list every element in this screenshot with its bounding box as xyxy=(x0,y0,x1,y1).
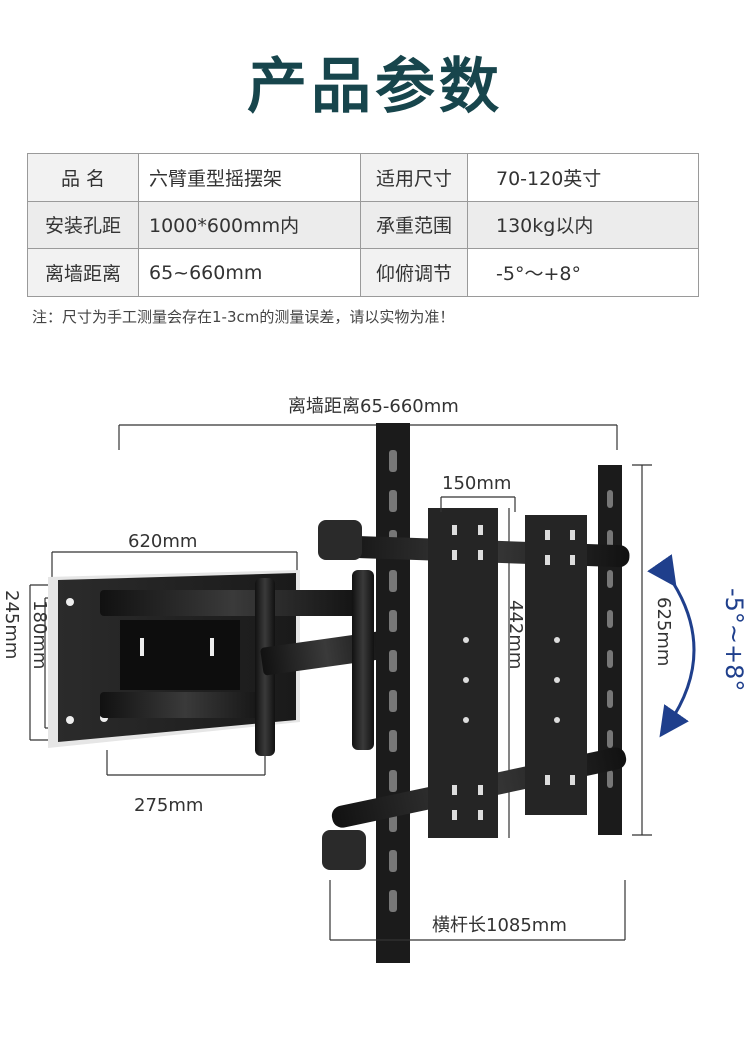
spec-table: 品 名 六臂重型摇摆架 适用尺寸 70-120英寸 安装孔距 1000*600m… xyxy=(27,153,699,297)
spec-value: 1000*600mm内 xyxy=(138,200,361,250)
table-row: 品 名 六臂重型摇摆架 适用尺寸 70-120英寸 xyxy=(27,153,699,202)
wall-plate-width-label: 275mm xyxy=(134,795,204,816)
wall-plate-width-dimension-line xyxy=(106,750,266,776)
mounting-plates xyxy=(428,508,587,838)
spec-value: 65~660mm xyxy=(138,248,361,297)
right-vertical-rail xyxy=(598,465,622,835)
rail-height-label: 625mm xyxy=(653,597,674,667)
plate-width-label: 150mm xyxy=(442,473,512,494)
plate-width-dimension-line xyxy=(440,496,516,512)
page-title: 产品参数 xyxy=(247,52,503,122)
wall-plate-height-inner-label: 180mm xyxy=(29,600,50,670)
spec-label: 适用尺寸 xyxy=(360,153,468,202)
bracket-length-label: 442mm xyxy=(505,600,526,670)
spec-label: 承重范围 xyxy=(360,200,468,250)
left-vertical-rail xyxy=(376,423,410,963)
wall-distance-label: 离墙距离65-660mm xyxy=(288,396,459,417)
crossbar-length-dimension-line xyxy=(329,880,626,941)
wall-distance-dimension-line xyxy=(118,424,618,450)
spec-label: 仰俯调节 xyxy=(360,248,468,297)
spec-value: -5°～+8° xyxy=(467,248,699,297)
spec-label: 离墙距离 xyxy=(27,248,139,297)
spec-label: 安装孔距 xyxy=(27,200,139,250)
tilt-arrow-icon xyxy=(647,554,696,738)
rail-height-dimension-line xyxy=(632,464,652,836)
arm-length-label: 620mm xyxy=(128,531,198,552)
tilt-label: -5°~+8° xyxy=(720,588,748,692)
spec-value: 130kg以内 xyxy=(467,200,699,250)
swing-arms xyxy=(100,570,393,756)
spec-value: 70-120英寸 xyxy=(467,153,699,202)
table-row: 离墙距离 65~660mm 仰俯调节 -5°～+8° xyxy=(27,248,699,297)
wall-plate-height-outer-label: 245mm xyxy=(1,590,22,660)
spec-label: 品 名 xyxy=(27,153,139,202)
spec-value: 六臂重型摇摆架 xyxy=(138,153,361,202)
product-illustration xyxy=(29,423,696,963)
measurement-note: 注：尺寸为手工测量会存在1-3cm的测量误差，请以实物为准！ xyxy=(32,308,455,326)
table-row: 安装孔距 1000*600mm内 承重范围 130kg以内 xyxy=(27,200,699,250)
crossbar-length-label: 横杆长1085mm xyxy=(432,915,567,936)
wall-plate-height-dimension-lines xyxy=(29,584,60,741)
